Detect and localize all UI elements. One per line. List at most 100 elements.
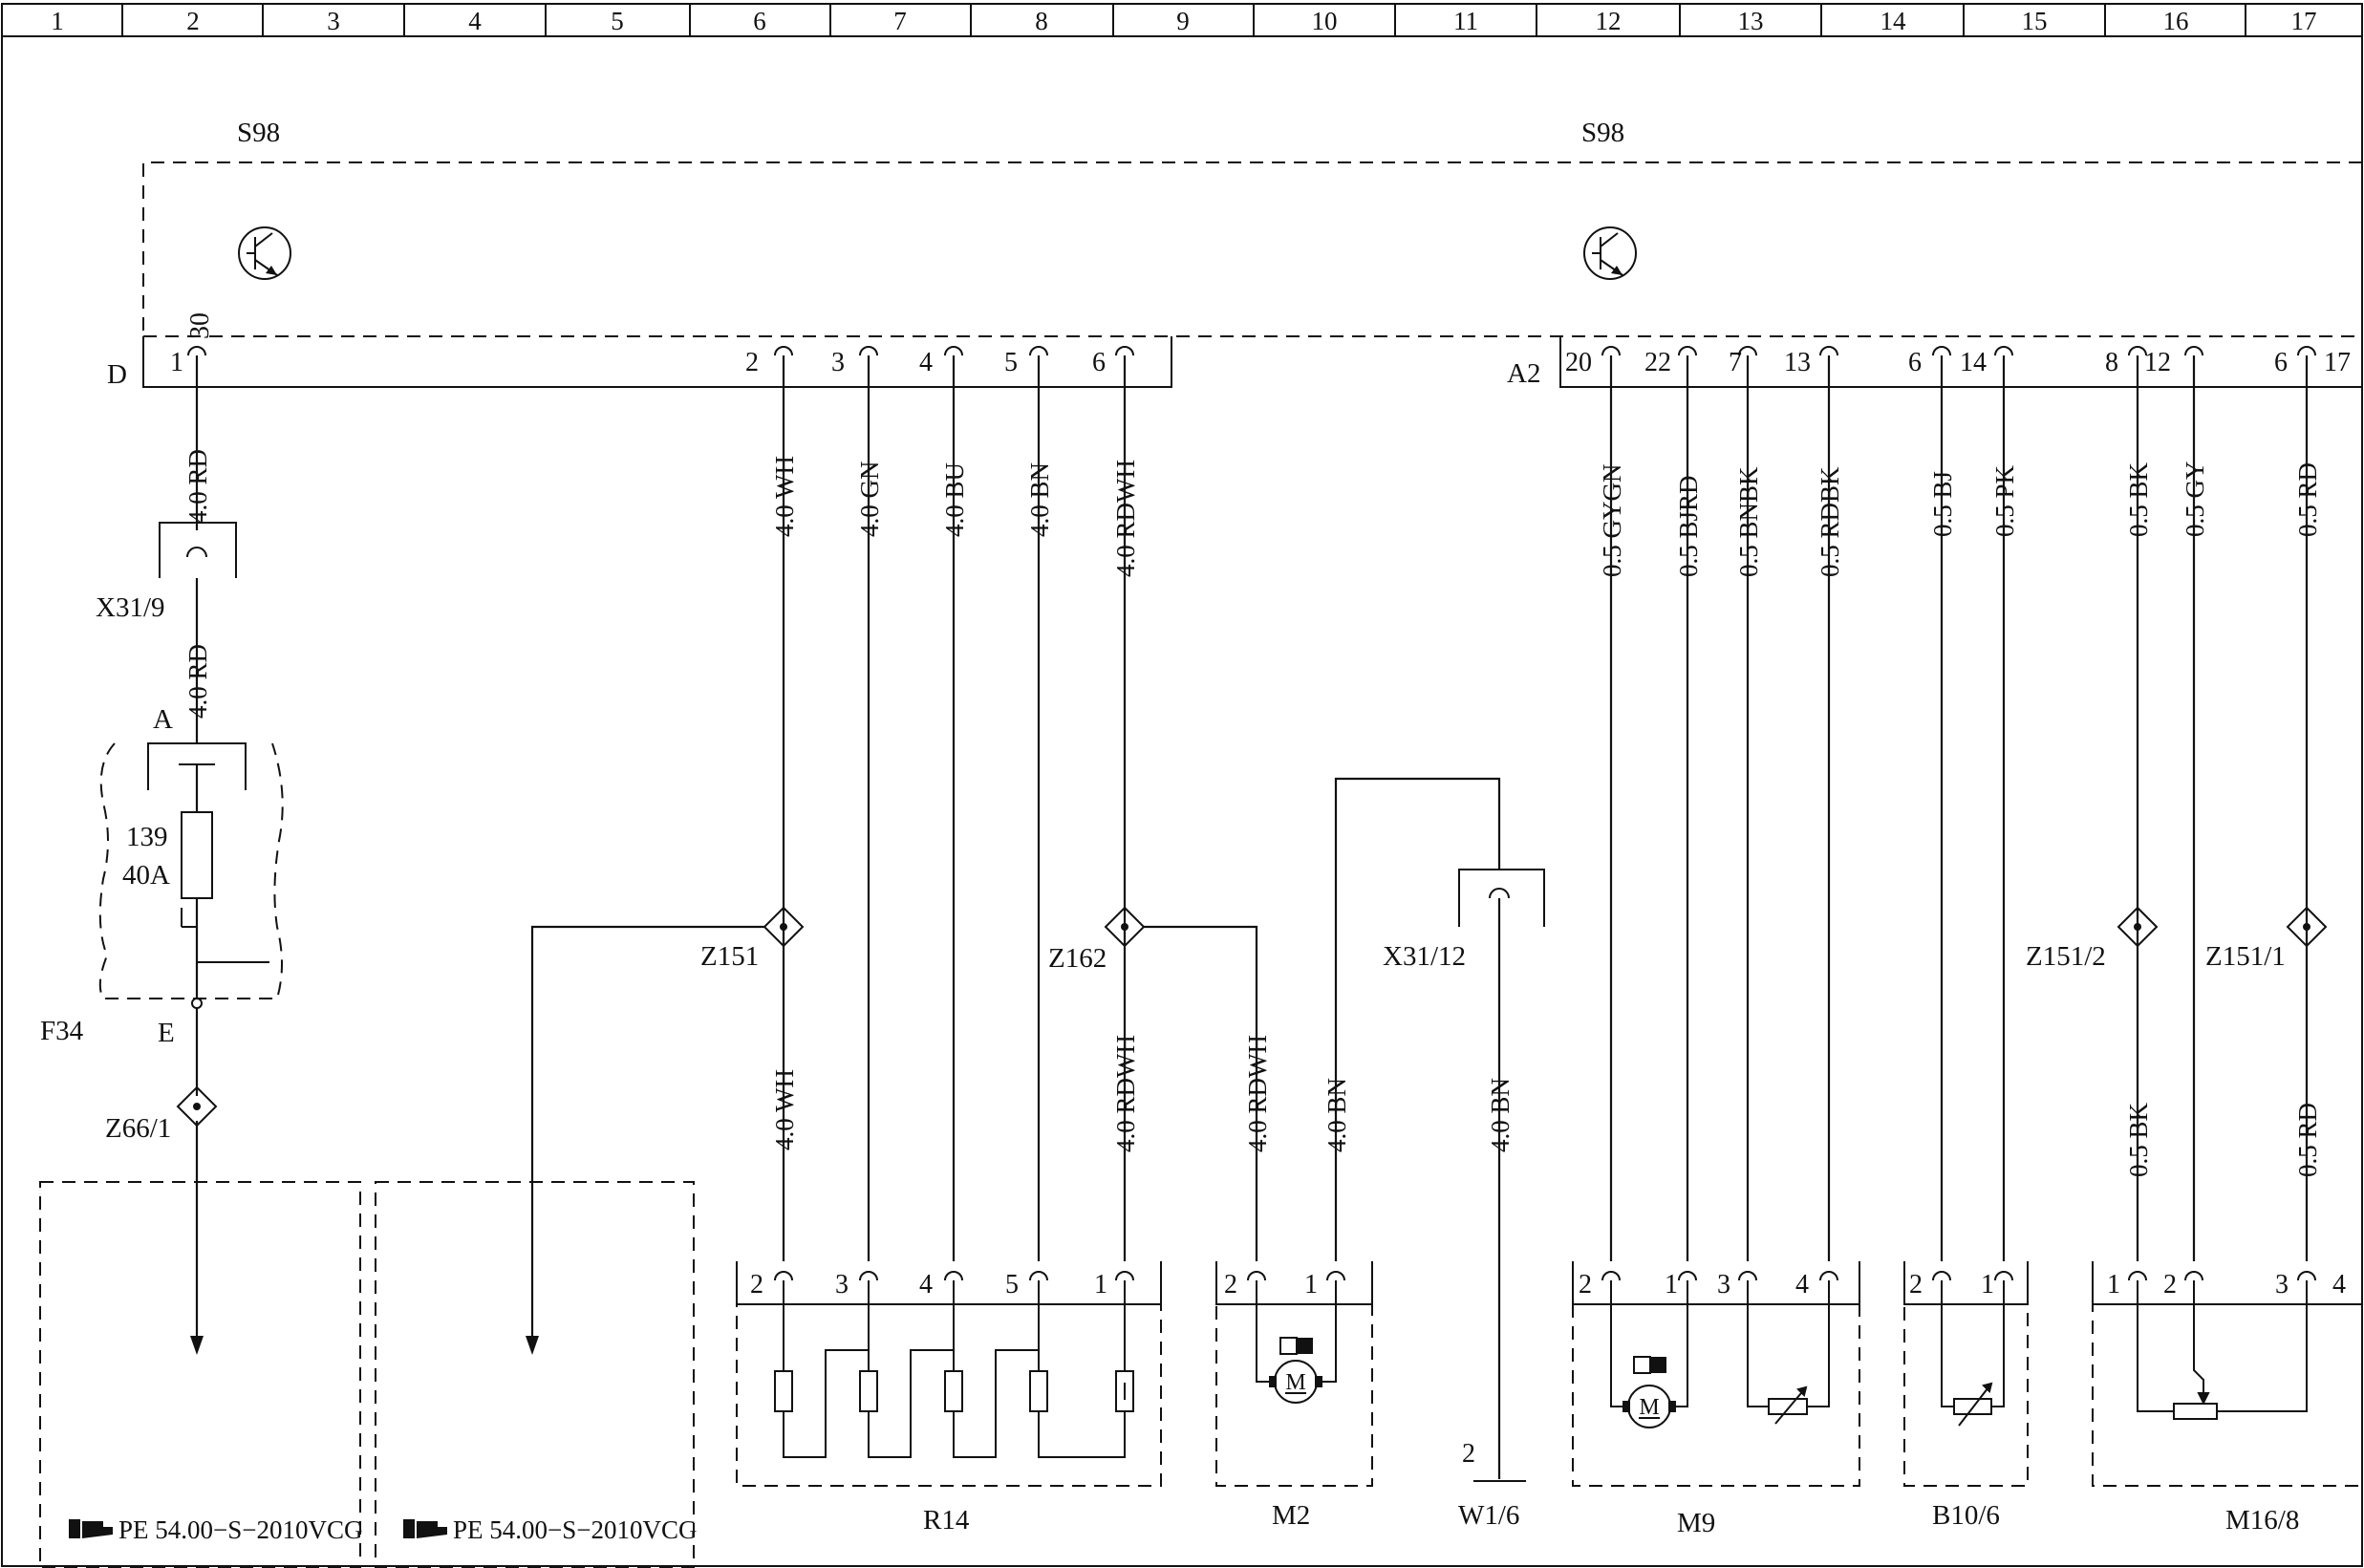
pin-label: 4 bbox=[919, 1270, 933, 1300]
splice-z162: Z162 bbox=[1048, 906, 1146, 974]
pin-label: 22 bbox=[1644, 348, 1671, 377]
splice-z151-label: Z151 bbox=[700, 941, 759, 972]
wire-label: 0.5 RDBK bbox=[1816, 466, 1844, 577]
component-m16-8: 1 2 3 4 M16/8 bbox=[2092, 1261, 2362, 1536]
wire-label: 0.5 BJRD bbox=[1674, 475, 1703, 577]
ruler-col: 6 bbox=[753, 7, 766, 35]
ruler-col: 3 bbox=[327, 7, 340, 35]
ruler-col: 15 bbox=[2022, 7, 2048, 35]
pin-socket-icon bbox=[2184, 346, 2203, 356]
wire-label: 0.5 GY bbox=[2181, 462, 2209, 538]
resistor-icon bbox=[1029, 1370, 1048, 1412]
fuse-number: 139 bbox=[126, 822, 168, 852]
fuse-amperage: 40A bbox=[122, 860, 170, 891]
wire-label: 4.0 WH bbox=[770, 456, 799, 537]
connector-x31-12-label: X31/12 bbox=[1383, 941, 1466, 972]
wire-label: 4.0 WH bbox=[770, 1069, 799, 1150]
ruler-col: 9 bbox=[1176, 7, 1190, 35]
splice-icon bbox=[1104, 906, 1146, 948]
pin-label: 1 bbox=[1981, 1270, 1994, 1300]
pin-label: 3 bbox=[831, 348, 845, 377]
splice-icon bbox=[763, 906, 805, 948]
ruler-col: 4 bbox=[468, 7, 482, 35]
wire-label: 0.5 RD bbox=[2293, 462, 2322, 537]
ruler-col: 16 bbox=[2163, 7, 2189, 35]
wire-label: 0.5 BNBK bbox=[1734, 466, 1763, 577]
transistor-icon bbox=[1583, 226, 1637, 280]
pin-socket-icon bbox=[1819, 1271, 1838, 1281]
pin-socket-icon bbox=[1738, 1271, 1757, 1281]
component-m9-label: M9 bbox=[1677, 1508, 1715, 1538]
pin-label: 4 bbox=[919, 348, 933, 377]
fuse-f34: A 139 40A F34 E bbox=[40, 704, 284, 1048]
pin-label: 8 bbox=[2105, 348, 2118, 377]
connector-a2: A2 20 22 7 13 6 14 8 12 6 17 bbox=[1507, 336, 2362, 389]
ruler-col: 10 bbox=[1312, 7, 1338, 35]
pin-socket-icon bbox=[1115, 1271, 1134, 1281]
pin-label: 13 bbox=[1784, 348, 1811, 377]
pin-socket-icon bbox=[1029, 346, 1048, 356]
pin-label: 1 bbox=[1665, 1270, 1678, 1300]
pin-socket-icon bbox=[2128, 1271, 2147, 1281]
pin-label: 3 bbox=[2275, 1270, 2289, 1300]
arrows bbox=[190, 1336, 539, 1355]
splice-z151-1: Z151/1 bbox=[2205, 906, 2328, 972]
motor-letter: M bbox=[1639, 1395, 1659, 1420]
splice-icon bbox=[2286, 906, 2328, 948]
reference-link[interactable]: PE 54.00−S−2010VCG bbox=[118, 1515, 363, 1544]
component-m16-8-label: M16/8 bbox=[2225, 1505, 2299, 1536]
pin-socket-icon bbox=[2128, 346, 2147, 356]
pin-label: 30 bbox=[185, 312, 215, 339]
ruler-col: 17 bbox=[2291, 7, 2317, 35]
wire-label: 0.5 RD bbox=[2293, 1103, 2322, 1177]
splice-z151-2: Z151/2 bbox=[2026, 906, 2159, 972]
pin-label: 2 bbox=[1909, 1270, 1923, 1300]
pin-label: 5 bbox=[1005, 1270, 1019, 1300]
pin-socket-icon bbox=[774, 1271, 793, 1281]
ruler-col: 8 bbox=[1035, 7, 1048, 35]
ground-w1-6: 2 W1/6 bbox=[1458, 1439, 1526, 1531]
resistor-icon bbox=[944, 1370, 963, 1412]
wire-label: 4.0 RD bbox=[183, 449, 212, 524]
s98-control-unit: S98 S98 bbox=[142, 118, 2362, 337]
wire-labels: 4.0 RD 4.0 RD 4.0 WH 4.0 GN 4.0 BU 4.0 B… bbox=[183, 449, 2322, 1177]
pin-socket-icon bbox=[859, 346, 878, 356]
pin-socket-icon bbox=[187, 346, 206, 356]
pin-label: 6 bbox=[1908, 348, 1922, 377]
splice-z151-2-label: Z151/2 bbox=[2026, 941, 2106, 972]
s98-label: S98 bbox=[237, 118, 280, 148]
reference-box: PE 54.00−S−2010VCG bbox=[39, 1181, 363, 1568]
component-m2-label: M2 bbox=[1272, 1500, 1310, 1531]
transistor-icon bbox=[238, 226, 291, 280]
frame bbox=[1, 3, 2363, 1567]
wire-label: 4.0 RD bbox=[183, 644, 212, 719]
pin-label: 17 bbox=[2324, 348, 2351, 377]
ruler-col: 11 bbox=[1453, 7, 1478, 35]
ruler-col: 1 bbox=[51, 7, 64, 35]
ruler-col: 5 bbox=[611, 7, 624, 35]
ground-w1-6-label: W1/6 bbox=[1458, 1500, 1519, 1531]
pin-socket-icon bbox=[1029, 1271, 1048, 1281]
motor-icon: M bbox=[1623, 1356, 1676, 1428]
component-m2: M 2 1 M2 bbox=[1215, 1261, 1373, 1531]
arrow-down-icon bbox=[526, 1336, 539, 1355]
ruler-col: 14 bbox=[1880, 7, 1907, 35]
arrow-down-icon bbox=[190, 1336, 204, 1355]
pin-socket-icon bbox=[1678, 1271, 1697, 1281]
motor-icon: M bbox=[1269, 1337, 1322, 1404]
pin-label: 14 bbox=[1960, 348, 1987, 377]
wires bbox=[195, 355, 2309, 1479]
wire-label: 4.0 BU bbox=[940, 462, 969, 537]
reference-link[interactable]: PE 54.00−S−2010VCG bbox=[453, 1515, 698, 1544]
pin-socket-icon bbox=[859, 1271, 878, 1281]
pin-socket-icon bbox=[1247, 1271, 1266, 1281]
component-b10-6-label: B10/6 bbox=[1932, 1500, 2000, 1531]
connector-x31-9-label: X31/9 bbox=[96, 592, 165, 623]
pin-label: 3 bbox=[1717, 1270, 1730, 1300]
wire-label: 4.0 BN bbox=[1322, 1078, 1351, 1152]
ruler-col: 13 bbox=[1738, 7, 1764, 35]
pin-socket-icon bbox=[774, 346, 793, 356]
wire-label: 4.0 RDWH bbox=[1243, 1035, 1272, 1152]
pin-label: 1 bbox=[2107, 1270, 2120, 1300]
pin-socket-icon bbox=[2297, 1271, 2316, 1281]
